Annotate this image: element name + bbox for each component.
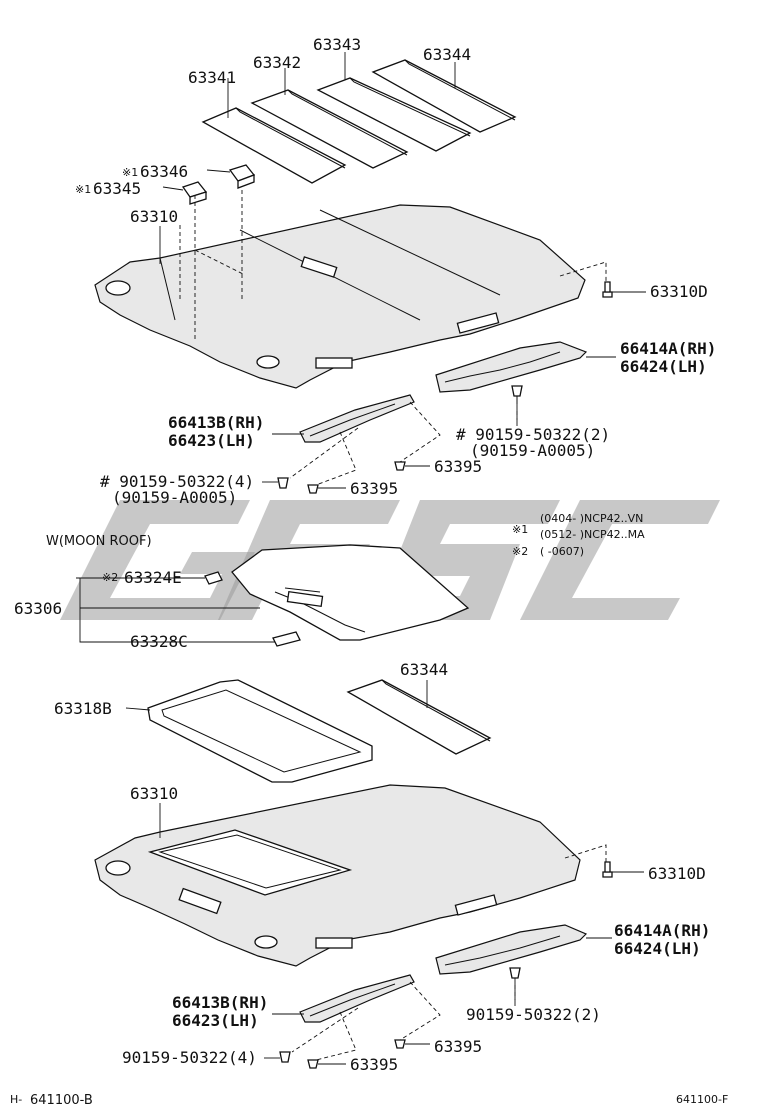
label-90159-top-a-alt: (90159-A0005)	[470, 441, 595, 460]
label-90159-bottom-b: 90159-50322(4)	[122, 1048, 257, 1067]
bracket-66413b-top	[299, 394, 415, 443]
label-66413b-bottom: 66413B(RH)	[172, 993, 268, 1012]
label-63310-top: 63310	[130, 207, 178, 226]
mark-1b: ※1	[75, 183, 91, 196]
footer-left-code: 641100-B	[30, 1093, 93, 1108]
clip-63395-top-a	[394, 461, 406, 471]
clip-63395-top-b	[307, 484, 319, 494]
label-66423-bottom: 66423(LH)	[172, 1011, 259, 1030]
note-2: ( -0607)	[540, 545, 584, 558]
pad-63346	[228, 164, 256, 189]
moonroof-seal-63318b	[147, 679, 373, 783]
label-63346: 63346	[140, 162, 188, 181]
bracket-66414a-bottom	[435, 924, 588, 975]
label-63342: 63342	[253, 53, 301, 72]
label-63345: 63345	[93, 179, 141, 198]
headliner-top	[94, 204, 586, 389]
label-66424-top: 66424(LH)	[620, 357, 707, 376]
bracket-66414a-top	[435, 341, 588, 393]
pad-63345	[181, 181, 208, 205]
screw-top-left	[277, 477, 289, 489]
clip-63324e	[204, 571, 223, 585]
bracket-63328c	[272, 631, 301, 647]
label-66424-bottom: 66424(LH)	[614, 939, 701, 958]
screw-top-right	[511, 385, 523, 404]
label-66413b-top: 66413B(RH)	[168, 413, 264, 432]
label-66414a-bottom: 66414A(RH)	[614, 921, 710, 940]
clip-63310d-bottom	[602, 861, 613, 878]
label-63306: 63306	[14, 599, 62, 618]
screw-bottom-right	[509, 967, 521, 979]
label-66414a-top: 66414A(RH)	[620, 339, 716, 358]
screw-bottom-left	[279, 1051, 291, 1063]
label-63310d-bottom: 63310D	[648, 864, 706, 883]
label-90159-top-b-alt: (90159-A0005)	[112, 488, 237, 507]
label-63341: 63341	[188, 68, 236, 87]
mark-2: ※2	[102, 571, 118, 584]
note-1-mark: ※1	[512, 523, 528, 536]
label-66423-top: 66423(LH)	[168, 431, 255, 450]
clip-63310d-top	[602, 281, 613, 298]
label-63395-bottom-a: 63395	[434, 1037, 482, 1056]
note-2-mark: ※2	[512, 545, 528, 558]
label-63344: 63344	[423, 45, 471, 64]
footer-left-prefix: H-	[10, 1093, 22, 1106]
footer-right-code: 641100-F	[676, 1093, 728, 1106]
label-63395-top-a: 63395	[434, 457, 482, 476]
pad-63342	[250, 89, 409, 169]
moonroof-frame-63306	[231, 544, 470, 641]
label-63310d-top: 63310D	[650, 282, 708, 301]
label-63344-bottom: 63344	[400, 660, 448, 679]
label-63324e: 63324E	[124, 568, 182, 587]
label-90159-top-b: # 90159-50322(4)	[100, 472, 254, 491]
pad-63344	[371, 59, 517, 133]
label-63343: 63343	[313, 35, 361, 54]
pad-63344-lower	[346, 679, 492, 755]
label-63395-bottom-b: 63395	[350, 1055, 398, 1074]
mark-1a: ※1	[122, 166, 138, 179]
label-63395-top-b: 63395	[350, 479, 398, 498]
section-title-moonroof: W(MOON ROOF)	[46, 534, 152, 549]
clip-63395-bottom-b	[307, 1059, 319, 1069]
label-63328c: 63328C	[130, 632, 188, 651]
label-90159-top-a: # 90159-50322(2)	[456, 425, 610, 444]
label-63318b: 63318B	[54, 699, 112, 718]
pad-63341	[201, 107, 347, 184]
note-1a: (0404- )NCP42..VN	[540, 512, 643, 525]
headliner-bottom	[94, 784, 581, 967]
pad-63343	[316, 77, 472, 152]
label-63310-bottom: 63310	[130, 784, 178, 803]
label-90159-bottom-a: 90159-50322(2)	[466, 1005, 601, 1024]
note-1b: (0512- )NCP42..MA	[540, 528, 645, 541]
bracket-66413b-bottom	[299, 974, 415, 1023]
clip-63395-bottom-a	[394, 1039, 406, 1049]
